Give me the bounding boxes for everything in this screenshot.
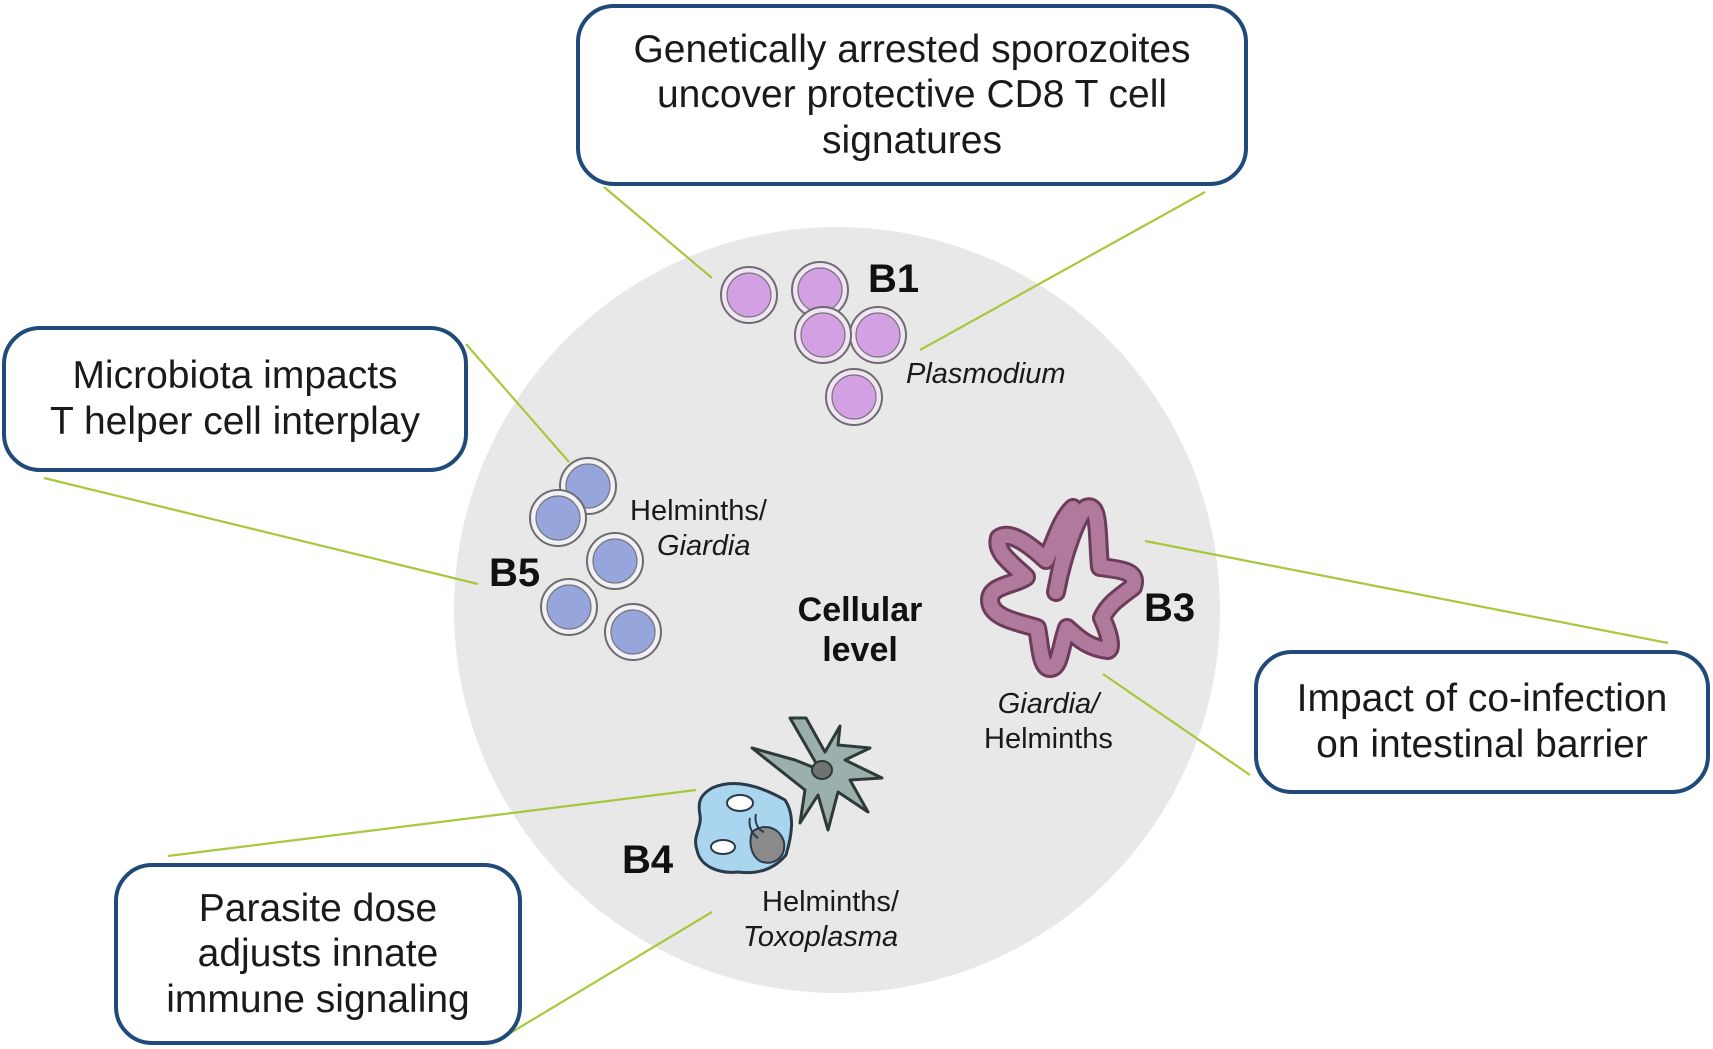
callout-b3: Impact of co-infection on intestinal bar… bbox=[1254, 650, 1710, 794]
connector-b3-top bbox=[1144, 539, 1669, 645]
callout-b1-line1: Genetically arrested sporozoites bbox=[633, 27, 1191, 71]
t-cell bbox=[529, 489, 587, 547]
center-label-line1: Cellular bbox=[797, 591, 923, 629]
callout-b1-line3: signatures bbox=[822, 118, 1002, 162]
organism-b1: Plasmodium bbox=[906, 357, 1066, 392]
tag-b5: B5 bbox=[489, 551, 541, 595]
callout-b5-line2: T helper cell interplay bbox=[50, 400, 420, 443]
center-label-line2: level bbox=[822, 631, 898, 670]
plasmodium-cell bbox=[791, 261, 849, 319]
organism-b5: Helminths/ Giardia bbox=[630, 494, 767, 564]
macrophage-cell bbox=[694, 782, 793, 875]
callout-b3-line1: Impact of co-infection bbox=[1296, 677, 1668, 721]
callout-b5-line1: Microbiota impacts bbox=[72, 354, 398, 398]
plasmodium-cell-cluster bbox=[720, 261, 907, 426]
callout-b5: Microbiota impacts T helper cell interpl… bbox=[2, 326, 468, 472]
tag-b4: B4 bbox=[622, 838, 674, 882]
connector-b4-top bbox=[167, 788, 697, 858]
intestinal-villus bbox=[980, 497, 1144, 678]
connector-b1-right bbox=[919, 191, 1206, 351]
connector-b3-bottom bbox=[1102, 673, 1251, 776]
connector-b1-left bbox=[603, 186, 713, 279]
callout-b4-line1: Parasite dose bbox=[198, 886, 438, 930]
t-cell-cluster bbox=[529, 457, 662, 661]
connector-lines bbox=[43, 186, 1669, 1036]
organism-b4: Helminths/ Toxoplasma bbox=[743, 885, 899, 955]
cellular-level-circle bbox=[454, 227, 1220, 993]
organism-b3: Giardia/ Helminths bbox=[984, 687, 1113, 757]
dendritic-cell bbox=[750, 716, 884, 832]
t-cell bbox=[540, 578, 598, 636]
connector-b5-bottom bbox=[43, 476, 479, 586]
callout-b4-line2: adjusts innate bbox=[197, 932, 439, 976]
center-label: Cellular level bbox=[760, 590, 960, 670]
plasmodium-cell bbox=[794, 306, 852, 364]
plasmodium-cell bbox=[720, 266, 778, 324]
t-cell bbox=[604, 603, 662, 661]
callout-b1-line2: uncover protective CD8 T cell bbox=[656, 73, 1168, 117]
plasmodium-cell bbox=[849, 306, 907, 364]
organism-b1-name: Plasmodium bbox=[906, 358, 1066, 390]
callout-b4: Parasite dose adjusts innate immune sign… bbox=[114, 863, 522, 1045]
organism-b3-line1: Giardia/ bbox=[997, 688, 1100, 720]
organism-b5-line1: Helminths/ bbox=[630, 495, 767, 527]
organism-b3-line2: Helminths bbox=[984, 722, 1113, 755]
connector-b5-top bbox=[465, 343, 570, 463]
plasmodium-cell bbox=[825, 368, 883, 426]
organism-b4-line1: Helminths/ bbox=[762, 886, 899, 918]
tag-b1: B1 bbox=[868, 257, 920, 301]
organism-b4-line2: Toxoplasma bbox=[742, 920, 899, 953]
callout-b4-line3: immune signaling bbox=[166, 977, 470, 1021]
t-cell bbox=[586, 532, 644, 590]
organism-b5-line2: Giardia bbox=[657, 529, 751, 562]
callout-b1: Genetically arrested sporozoites uncover… bbox=[576, 4, 1248, 186]
tag-b3: B3 bbox=[1144, 586, 1196, 630]
callout-b3-line2: on intestinal barrier bbox=[1316, 723, 1648, 766]
connector-b4-bottom bbox=[506, 911, 713, 1036]
